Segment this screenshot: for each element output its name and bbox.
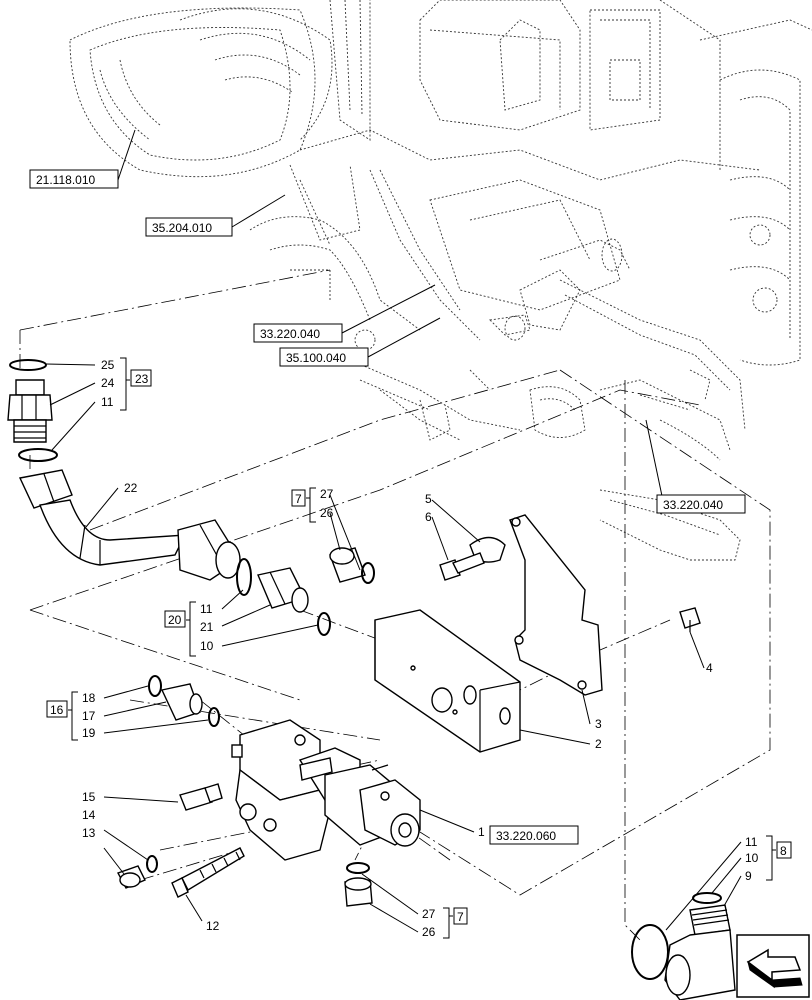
o-ring-25 bbox=[9, 359, 47, 371]
label-11-top: 11 bbox=[101, 395, 114, 409]
o-ring-27-top bbox=[361, 562, 375, 584]
label-11-mid: 11 bbox=[200, 602, 213, 616]
ref-21-118-010[interactable]: 21.118.010 bbox=[29, 169, 119, 189]
washer-14 bbox=[146, 855, 158, 873]
o-ring-11-bottom bbox=[631, 924, 669, 980]
o-ring-18 bbox=[148, 675, 162, 697]
kit-7-bottom: 7 bbox=[453, 907, 468, 925]
leader-lines bbox=[45, 129, 742, 933]
label-1: 1 bbox=[478, 825, 485, 839]
bolt-6 bbox=[439, 552, 485, 581]
o-ring-10-bottom bbox=[692, 892, 722, 904]
kit-23: 23 bbox=[130, 369, 152, 387]
elbow-9 bbox=[664, 904, 736, 1000]
part-labels: 25 24 11 22 27 26 5 6 11 21 10 4 18 17 1… bbox=[82, 358, 759, 939]
label-24: 24 bbox=[101, 376, 115, 390]
manifold-block-2 bbox=[374, 609, 521, 753]
ref-33-220-040-top[interactable]: 33.220.040 bbox=[253, 323, 343, 343]
o-ring-11-top bbox=[18, 448, 58, 462]
svg-text:16: 16 bbox=[50, 703, 64, 717]
valve-body-1 bbox=[231, 719, 421, 861]
label-18: 18 bbox=[82, 691, 96, 705]
reference-links[interactable]: 21.118.010 35.204.010 33.220.040 35.100.… bbox=[29, 169, 746, 845]
svg-text:35.204.010: 35.204.010 bbox=[152, 221, 212, 235]
hose-22 bbox=[18, 469, 241, 581]
label-25: 25 bbox=[101, 358, 115, 372]
ref-33-220-060[interactable]: 33.220.060 bbox=[489, 825, 579, 845]
svg-text:35.100.040: 35.100.040 bbox=[286, 351, 346, 365]
svg-text:33.220.040: 33.220.040 bbox=[663, 498, 723, 512]
kit-labels: 23 7 20 16 8 7 bbox=[46, 369, 792, 925]
kit-16: 16 bbox=[46, 700, 68, 718]
label-26-top: 26 bbox=[320, 506, 334, 520]
svg-text:21.118.010: 21.118.010 bbox=[36, 173, 95, 187]
plug-13 bbox=[116, 865, 146, 889]
adapter-17 bbox=[160, 683, 203, 721]
label-10-mid: 10 bbox=[200, 639, 214, 653]
svg-text:8: 8 bbox=[780, 844, 787, 858]
bracket-3 bbox=[509, 514, 603, 696]
label-26-bottom: 26 bbox=[422, 925, 436, 939]
o-ring-11-mid bbox=[236, 558, 252, 596]
ref-33-220-040-right[interactable]: 33.220.040 bbox=[656, 494, 746, 514]
adapter-24 bbox=[7, 379, 53, 443]
kit-20: 20 bbox=[164, 610, 186, 628]
svg-text:33.220.040: 33.220.040 bbox=[260, 327, 320, 341]
bolt-15 bbox=[179, 783, 223, 811]
label-19: 19 bbox=[82, 726, 96, 740]
label-3: 3 bbox=[595, 717, 602, 731]
svg-text:7: 7 bbox=[457, 910, 464, 924]
o-ring-19 bbox=[208, 707, 220, 727]
label-2: 2 bbox=[595, 737, 602, 751]
svg-text:7: 7 bbox=[295, 492, 302, 506]
plug-26-bottom bbox=[344, 877, 373, 907]
label-14: 14 bbox=[82, 808, 96, 822]
label-12: 12 bbox=[206, 919, 220, 933]
label-10-bottom: 10 bbox=[745, 851, 759, 865]
o-ring-10-mid bbox=[317, 612, 331, 636]
arrow-left-icon[interactable] bbox=[736, 934, 810, 998]
bolt-4 bbox=[679, 607, 701, 632]
bolt-12 bbox=[171, 847, 245, 898]
label-17: 17 bbox=[82, 709, 96, 723]
label-9: 9 bbox=[745, 869, 752, 883]
svg-text:33.220.060: 33.220.060 bbox=[496, 829, 556, 843]
background-housing bbox=[69, 0, 812, 561]
label-5: 5 bbox=[425, 492, 432, 506]
label-4: 4 bbox=[706, 661, 713, 675]
label-15: 15 bbox=[82, 790, 96, 804]
kit-7-top: 7 bbox=[291, 489, 306, 507]
adapter-21 bbox=[257, 567, 309, 613]
label-22: 22 bbox=[124, 481, 138, 495]
svg-text:20: 20 bbox=[168, 613, 182, 627]
label-27-top: 27 bbox=[320, 487, 334, 501]
ref-35-204-010[interactable]: 35.204.010 bbox=[145, 217, 233, 237]
label-11-bottom: 11 bbox=[745, 835, 758, 849]
label-21: 21 bbox=[200, 620, 214, 634]
ref-35-100-040[interactable]: 35.100.040 bbox=[279, 347, 369, 367]
label-6: 6 bbox=[425, 510, 432, 524]
kit-8: 8 bbox=[776, 841, 792, 859]
kit-brackets bbox=[68, 357, 776, 939]
label-13: 13 bbox=[82, 826, 96, 840]
plug-26-top bbox=[329, 547, 366, 583]
o-ring-27-bottom bbox=[346, 862, 370, 874]
svg-text:23: 23 bbox=[135, 372, 149, 386]
label-27-bottom: 27 bbox=[422, 907, 436, 921]
